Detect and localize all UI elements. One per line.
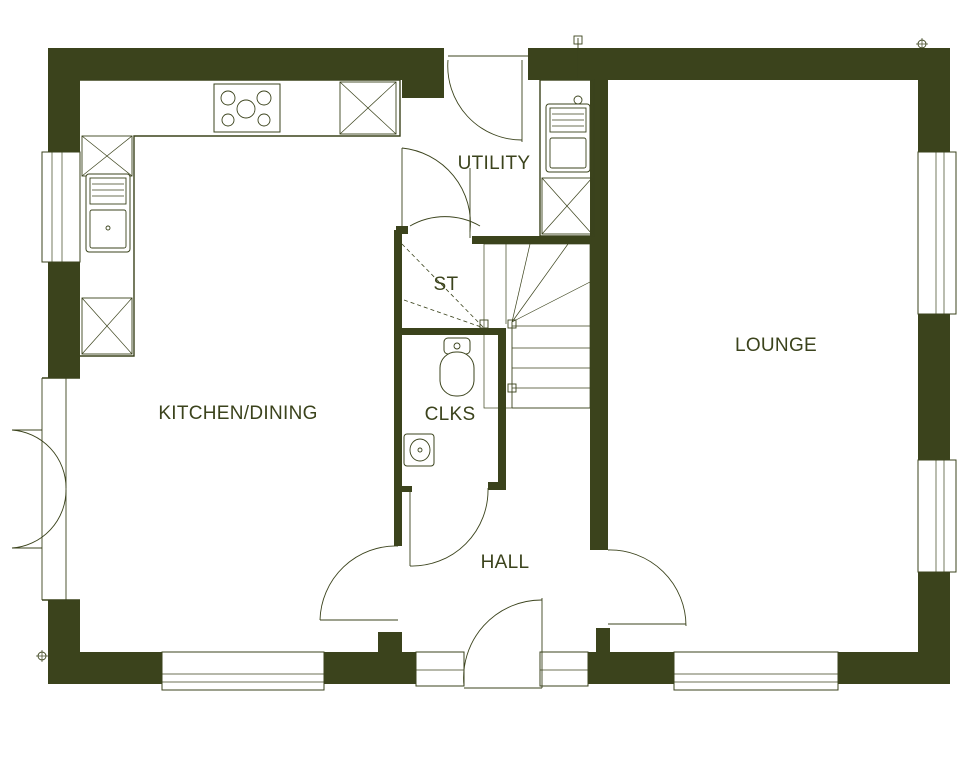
- utility-sink-icon: [545, 95, 591, 173]
- doors: [11, 55, 687, 689]
- room-label-clks: CLKS: [425, 404, 476, 425]
- room-label-hall: HALL: [481, 552, 530, 573]
- store-cupboard: [401, 243, 485, 329]
- utility-hall-door: [409, 168, 481, 238]
- room-label-kitchen-dining: KITCHEN/DINING: [158, 403, 317, 424]
- toilet-icon: [439, 337, 475, 397]
- utility-worktop: [539, 35, 595, 237]
- staircase: [479, 243, 591, 409]
- external-walls: [48, 48, 950, 684]
- window-hall-right: [539, 651, 589, 687]
- kitchen-worktops: [80, 79, 401, 357]
- room-label-lounge: LOUNGE: [735, 335, 817, 356]
- hall-lounge-door: [607, 549, 687, 627]
- clks-door: [409, 487, 489, 567]
- front-door: [463, 598, 543, 689]
- hall-kitchen-door: [319, 545, 399, 621]
- hob-icon: [213, 83, 281, 133]
- room-label-store: ST: [434, 274, 459, 295]
- window-lounge-right-lower: [917, 459, 957, 573]
- windows: [41, 151, 957, 691]
- window-lounge-bottom: [673, 651, 839, 691]
- window-hall-left: [415, 651, 465, 687]
- window-kitchen-bottom: [161, 651, 325, 691]
- utility-external-door: [447, 55, 528, 142]
- window-lounge-right-upper: [917, 151, 957, 315]
- window-kitchen-left: [41, 151, 81, 263]
- room-label-utility: UTILITY: [458, 153, 531, 174]
- kitchen-french-doors: [11, 377, 80, 601]
- kitchen-sink-icon: [85, 173, 131, 253]
- compass-marker-icons: [36, 38, 928, 662]
- basin-icon: [403, 433, 435, 467]
